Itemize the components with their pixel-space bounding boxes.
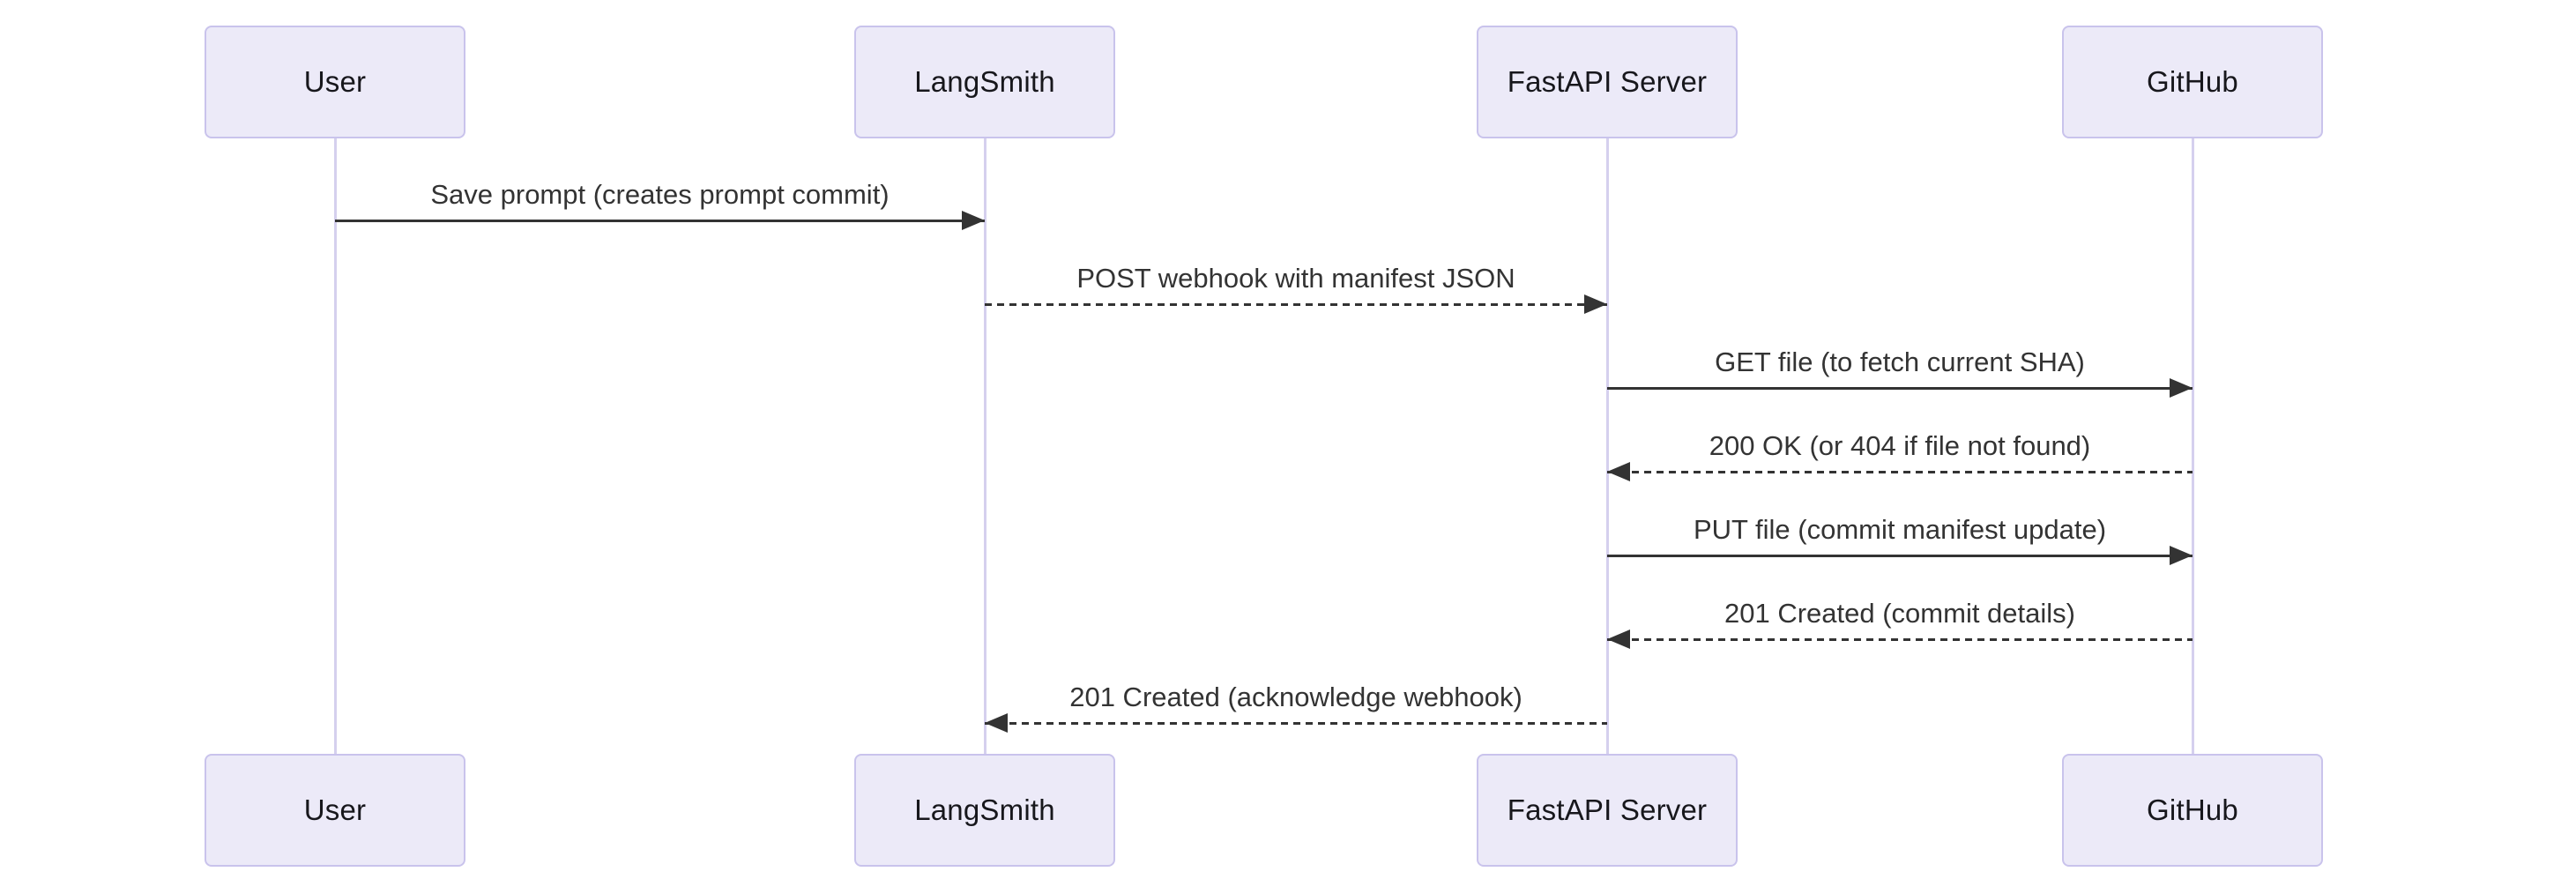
message-4-arrowhead: [1607, 462, 1630, 481]
message-5-arrowhead: [2170, 546, 2193, 565]
actor-label: FastAPI Server: [1507, 793, 1708, 826]
actor-user-top-box: User: [205, 26, 465, 138]
actor-label: FastAPI Server: [1507, 65, 1708, 98]
actor-label: LangSmith: [914, 65, 1055, 98]
message-6-arrowhead: [1607, 630, 1630, 649]
message-7-label: 201 Created (acknowledge webhook): [1069, 682, 1523, 712]
message-6-line: [1607, 637, 2193, 641]
actor-label: User: [303, 65, 367, 98]
message-7-arrowhead: [985, 713, 1008, 733]
actor-label: User: [303, 793, 367, 826]
actor-github-bottom-box: GitHub: [2062, 754, 2323, 867]
actor-github-top-box: GitHub: [2062, 26, 2323, 138]
actor-fastapi-server-bottom-box: FastAPI Server: [1477, 754, 1738, 867]
message-3-arrowhead: [2170, 378, 2193, 398]
message-1-label: Save prompt (creates prompt commit): [430, 179, 890, 210]
lifeline-langsmith: [983, 138, 986, 754]
actor-fastapi-server-top-box: FastAPI Server: [1477, 26, 1738, 138]
message-5-line: [1607, 554, 2193, 557]
message-2-label: POST webhook with manifest JSON: [1076, 263, 1515, 294]
message-1-arrowhead: [962, 211, 985, 230]
actor-user-bottom-box: User: [205, 754, 465, 867]
actor-label: LangSmith: [914, 793, 1055, 826]
message-4-label: 200 OK (or 404 if file not found): [1709, 430, 2091, 461]
actor-langsmith-top-box: LangSmith: [854, 26, 1115, 138]
message-6-label: 201 Created (commit details): [1724, 598, 2075, 629]
actor-label: GitHub: [2147, 65, 2238, 98]
message-3-line: [1607, 386, 2193, 390]
message-1-line: [335, 219, 985, 222]
lifeline-user: [333, 138, 337, 754]
lifeline-github: [2191, 138, 2194, 754]
message-5-label: PUT file (commit manifest update): [1693, 514, 2107, 545]
actor-langsmith-bottom-box: LangSmith: [854, 754, 1115, 867]
actor-label: GitHub: [2147, 793, 2238, 826]
message-3-label: GET file (to fetch current SHA): [1715, 346, 2085, 377]
message-2-arrowhead: [1584, 294, 1607, 314]
lifeline-fastapi-server: [1605, 138, 1609, 754]
message-2-line: [985, 302, 1607, 306]
message-7-line: [985, 721, 1607, 725]
message-4-line: [1607, 470, 2193, 473]
